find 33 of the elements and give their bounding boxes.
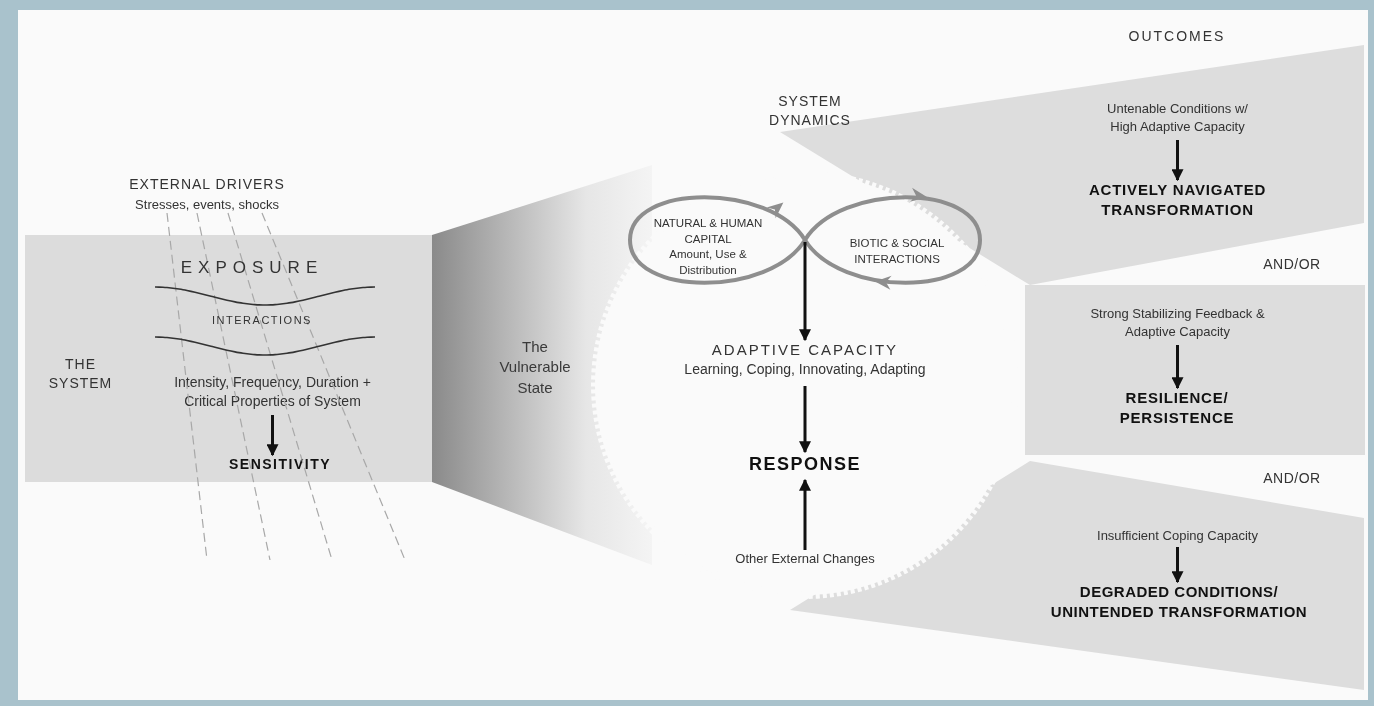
- system-band: [25, 235, 432, 482]
- drivers-description: Stresses, events, shocks: [135, 197, 279, 212]
- arrow: [799, 478, 811, 550]
- section-heading: SYSTEM DYNAMICS: [768, 92, 852, 130]
- arrow: [1171, 547, 1184, 584]
- interactions-label: BIOTIC & SOCIAL INTERACTIONS: [848, 236, 946, 267]
- outcome-condition: Strong Stabilizing Feedback & Adaptive Capacity: [1090, 305, 1265, 341]
- outcome-band: [1025, 285, 1365, 455]
- response-label: RESPONSE: [748, 453, 862, 476]
- system-label: THE SYSTEM: [47, 355, 114, 393]
- sensitivity-label: SENSITIVITY: [227, 455, 333, 474]
- outcome-result: DEGRADED CONDITIONS/ UNINTENDED TRANSFORMATION: [1049, 582, 1309, 623]
- arrow: [266, 415, 279, 457]
- section-heading: OUTCOMES: [1128, 28, 1226, 44]
- arrow: [1171, 140, 1184, 182]
- outcome-condition: Untenable Conditions w/ High Adaptive Capacity: [1106, 100, 1249, 136]
- drivers-heading: EXTERNAL DRIVERS: [129, 176, 285, 192]
- outcome-result: ACTIVELY NAVIGATED TRANSFORMATION: [1087, 180, 1268, 221]
- connector-word: AND/OR: [1263, 256, 1321, 272]
- interactions-label: INTERACTIONS: [212, 314, 312, 326]
- arrow: [1171, 345, 1184, 390]
- connector-word: AND/OR: [1263, 470, 1321, 486]
- capital-description: Amount, Use & Distribution: [668, 247, 748, 278]
- capacity-heading: ADAPTIVE CAPACITY: [710, 340, 900, 360]
- exposure-label: EXPOSURE: [180, 258, 324, 278]
- changes-label: Other External Changes: [734, 550, 876, 568]
- arrow: [799, 386, 811, 454]
- capacity-description: Learning, Coping, Innovating, Adapting: [683, 360, 927, 380]
- state-label: The Vulnerable State: [498, 337, 572, 398]
- sensitivity-factors: Intensity, Frequency, Duration + Critical Properties of System: [173, 373, 372, 411]
- outcome-condition: Insufficient Coping Capacity: [1096, 527, 1259, 545]
- capital-label: NATURAL & HUMAN CAPITAL: [652, 216, 764, 247]
- outcome-result: RESILIENCE/ PERSISTENCE: [1118, 388, 1236, 429]
